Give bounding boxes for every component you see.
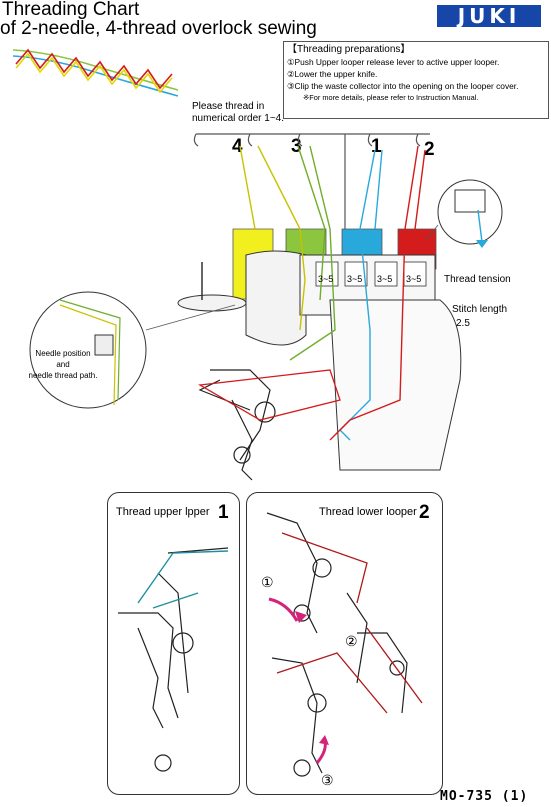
thread-number-3: 3 [291, 136, 302, 157]
needle-label-line: Needle position [35, 349, 91, 358]
preparation-step: ②Lower the upper knife. [287, 69, 378, 79]
machine-threading-diagram [29, 133, 503, 481]
order-note-line: numerical order 1~4. [192, 113, 284, 124]
upper-looper-number: 1 [218, 502, 229, 523]
lower-looper-illustration [266, 512, 423, 777]
chart-subtitle: of 2-needle, 4-thread overlock sewing [0, 18, 317, 39]
thread-number-4: 4 [232, 136, 243, 157]
order-note-line: Please thread in [192, 101, 265, 112]
needle-label-line: needle thread path. [28, 371, 98, 380]
stitch-sample-illustration [12, 48, 179, 97]
stitch-length-label: Stitch length [452, 304, 508, 315]
needle-position-label: Needle position and needle thread path. [28, 348, 98, 381]
upper-looper-panel: Thread upper lpper 1 [107, 492, 240, 795]
tension-value: 3~5 [377, 274, 393, 284]
lower-looper-title: Thread lower looper [319, 506, 417, 518]
thread-tension-label: Thread tension [444, 274, 511, 285]
upper-looper-illustration [118, 547, 229, 772]
lower-looper-panel: Thread lower looper 2 ① ② ③ [246, 492, 443, 795]
preparations-title: 【Threading preparations】 [287, 44, 411, 55]
step-mark-3: ③ [321, 772, 334, 788]
step-mark-1: ① [261, 574, 274, 590]
thread-number-1: 1 [371, 136, 382, 157]
order-note: Please thread in numerical order 1~4. [192, 101, 284, 125]
tension-value: 3~5 [347, 274, 363, 284]
lower-looper-number: 2 [419, 502, 430, 523]
preparation-step: ①Push Upper looper release lever to acti… [287, 57, 500, 67]
stitch-length-value: 2.5 [456, 318, 470, 329]
tension-value: 3~5 [406, 274, 422, 284]
chart-title: Threading Chart [2, 0, 140, 20]
tension-value: 3~5 [318, 274, 334, 284]
thread-number-2: 2 [424, 139, 435, 160]
upper-looper-title: Thread upper lpper [116, 506, 210, 518]
juki-logo: JUKI [437, 5, 541, 27]
preparations-note: ※For more details, please refer to Instr… [303, 93, 479, 102]
model-number: MO-735 (1) [440, 789, 529, 804]
preparation-step: ③Clip the waste collector into the openi… [287, 81, 519, 91]
threading-preparations-box: 【Threading preparations】 ①Push Upper loo… [283, 41, 549, 119]
needle-label-line: and [56, 360, 70, 369]
step-mark-2: ② [345, 633, 358, 649]
